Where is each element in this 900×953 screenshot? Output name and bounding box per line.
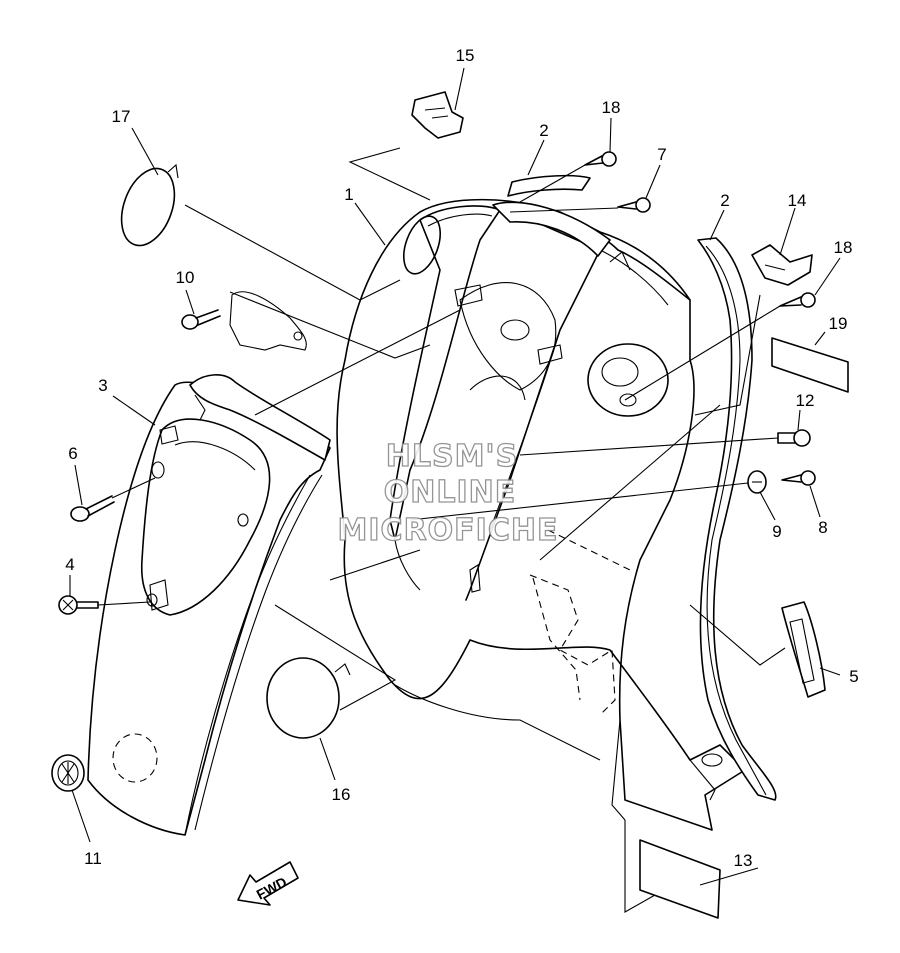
cover-part-16[interactable] — [266, 657, 351, 739]
screw-part-7[interactable] — [617, 197, 651, 213]
inner-panel-part-3[interactable] — [87, 374, 331, 836]
clip-part-15[interactable] — [411, 91, 464, 139]
screw-part-10[interactable] — [181, 309, 221, 330]
callout-12: 12 — [796, 391, 815, 410]
callout-labels: 1 2 2 3 4 5 6 7 8 9 10 11 12 13 14 15 16… — [65, 46, 858, 870]
callout-leaders — [69, 67, 841, 886]
screw-part-18-right[interactable] — [779, 292, 816, 308]
leg-shield-part-1[interactable] — [336, 198, 746, 831]
watermark-line-3: MICROFICHE — [338, 513, 559, 548]
clip-part-14[interactable] — [751, 244, 813, 286]
callout-2-right: 2 — [720, 191, 729, 210]
callout-9: 9 — [772, 522, 781, 541]
watermark-line-1: HLSM'S — [386, 439, 518, 474]
callout-10: 10 — [176, 268, 195, 287]
fwd-arrow: FWD — [237, 861, 299, 906]
callout-3: 3 — [98, 376, 107, 395]
callout-14: 14 — [788, 191, 807, 210]
hidden-outlines — [529, 529, 631, 716]
callout-18-upper: 18 — [602, 98, 621, 117]
callout-6: 6 — [68, 444, 77, 463]
callout-4: 4 — [65, 555, 74, 574]
callout-8: 8 — [818, 518, 827, 537]
label-part-19[interactable] — [771, 337, 849, 393]
screw-part-8[interactable] — [781, 470, 816, 486]
callout-18-right: 18 — [834, 238, 853, 257]
screw-part-4[interactable] — [58, 595, 99, 615]
bracket-part-10 — [229, 291, 307, 351]
watermark: HLSM'S ONLINE MICROFICHE — [337, 438, 559, 548]
emblem-part-11[interactable] — [51, 754, 85, 792]
screw-part-18-upper[interactable] — [584, 151, 617, 167]
seal-strip-part-2-right[interactable] — [697, 237, 777, 801]
screw-part-6[interactable] — [70, 495, 115, 522]
assembly-lines — [97, 147, 786, 913]
callout-17: 17 — [112, 107, 131, 126]
callout-1: 1 — [344, 185, 353, 204]
watermark-line-2: ONLINE — [384, 475, 517, 510]
bolt-part-12[interactable] — [777, 429, 811, 447]
callout-11: 11 — [84, 849, 102, 868]
pad-part-5[interactable] — [781, 601, 826, 698]
cover-part-17[interactable] — [112, 161, 184, 253]
callout-15: 15 — [456, 46, 475, 65]
callout-13: 13 — [734, 851, 753, 870]
callout-19: 19 — [829, 314, 848, 333]
callout-7: 7 — [657, 145, 666, 164]
callout-5: 5 — [849, 667, 858, 686]
callout-16: 16 — [332, 785, 351, 804]
callout-2-upper: 2 — [539, 121, 548, 140]
label-part-13[interactable] — [639, 839, 721, 919]
nut-part-9[interactable] — [747, 470, 767, 494]
